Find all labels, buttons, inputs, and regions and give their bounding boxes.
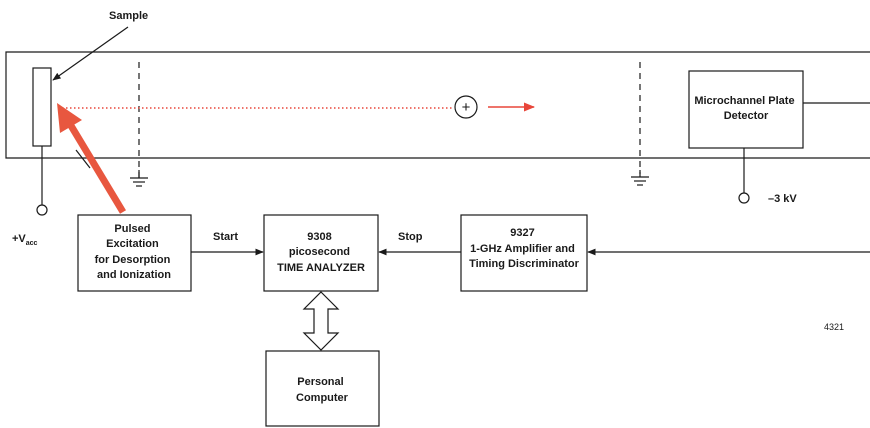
amplifier-box	[460, 214, 588, 292]
personal-computer-box	[265, 350, 380, 427]
flight-tube	[5, 51, 870, 159]
stop-label: Stop	[398, 231, 423, 243]
amplifier-label: 9327 1-GHz Amplifier and Timing Discrimi…	[469, 227, 580, 270]
vacc-terminal	[36, 204, 48, 216]
detector-label: Microchannel Plate Detector	[694, 95, 797, 122]
ground-icon-left	[130, 170, 148, 187]
sample-pointer-arrow	[52, 26, 129, 81]
pulsed-excitation-box	[77, 214, 192, 292]
time-analyzer-label: 9308 picosecond TIME ANALYZER	[277, 231, 365, 274]
hv-label: –3 kV	[768, 193, 797, 205]
figure-number: 4321	[824, 322, 844, 332]
data-bus-double-arrow	[302, 291, 340, 351]
pulsed-excitation-label: Pulsed Excitation for Desorption and Ion…	[95, 223, 174, 281]
sample-holder	[32, 67, 52, 147]
ground-icon-right	[631, 170, 649, 186]
ion-symbol: +	[462, 99, 471, 116]
laser-arrowhead	[57, 103, 82, 133]
start-label: Start	[213, 231, 238, 243]
personal-computer-label: Personal Computer	[296, 376, 349, 404]
detector-box	[688, 70, 804, 149]
hv-terminal	[738, 192, 750, 204]
sample-label: Sample	[109, 10, 148, 22]
laser-beam-arrow	[67, 122, 126, 214]
time-analyzer-box	[263, 214, 379, 292]
vacc-label: +Vacc	[12, 233, 38, 247]
ion-icon	[454, 95, 478, 119]
